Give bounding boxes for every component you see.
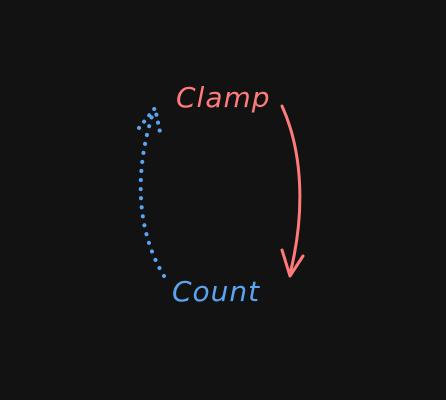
node-clamp: Clamp bbox=[176, 81, 271, 114]
arrowhead-count-to-clamp bbox=[137, 106, 162, 134]
arrowhead-clamp-to-count bbox=[280, 248, 305, 278]
node-count: Count bbox=[172, 275, 261, 308]
edge-count-to-clamp bbox=[138, 108, 166, 278]
edge-clamp-to-count bbox=[280, 104, 302, 276]
